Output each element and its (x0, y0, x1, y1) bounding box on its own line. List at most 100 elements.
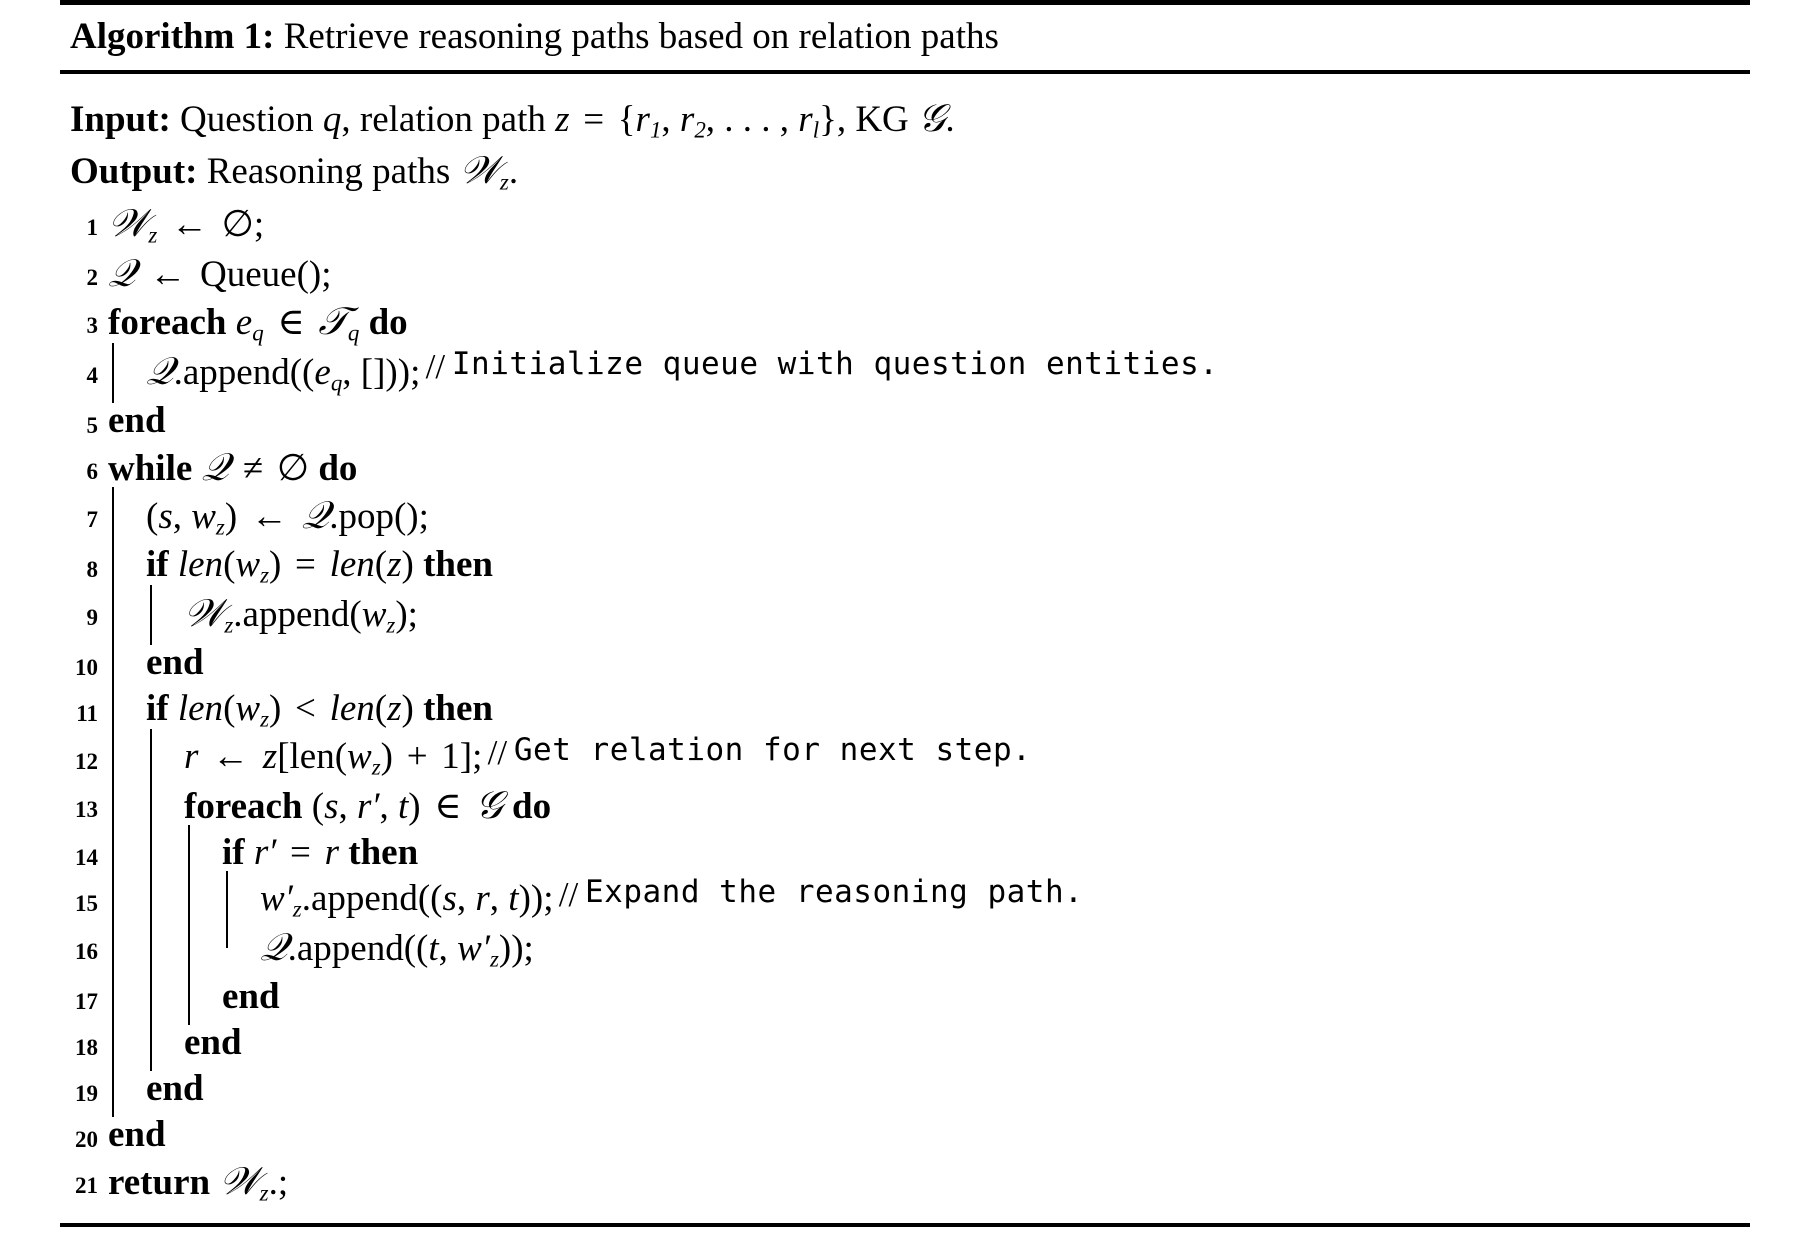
output-label: Output: (70, 150, 198, 192)
line-code: 𝒬 ← Queue(); (108, 251, 332, 297)
indent-guide (222, 870, 260, 929)
line-code: return 𝒲z.; (108, 1158, 289, 1205)
line-number: 13 (75, 797, 98, 823)
algorithm-line-8: 8 if len(wz) = len(z) then (60, 537, 1750, 596)
line-code: if len(wz) = len(z) then (108, 537, 1750, 596)
indent-guide (184, 870, 222, 929)
line-number: 14 (75, 844, 98, 870)
indent-guide (108, 487, 146, 548)
algorithm-line-10: 10 end (60, 635, 1750, 691)
line-number: 7 (86, 507, 99, 533)
line-number: 9 (86, 605, 99, 631)
caption-label: Algorithm 1: (70, 16, 275, 57)
line-code: foreach eq ∈ 𝒯q do (108, 299, 408, 346)
line-comment: Expand the reasoning path. (585, 873, 1084, 910)
indent-guide (108, 870, 146, 929)
line-code: if r′ = r then (108, 824, 1750, 881)
algorithm-line-2: 2 𝒬 ← Queue(); (60, 249, 1750, 297)
indent-guide (146, 729, 184, 788)
algorithm-line-7: 7 (s, wz) ← 𝒬.pop(); (60, 487, 1750, 548)
indent-guide (146, 777, 184, 835)
indent-guide (146, 1014, 184, 1071)
algorithm-line-1: 1 𝒲z ← ∅; (60, 199, 1750, 249)
line-code: 𝒲z ← ∅; (108, 201, 265, 248)
line-number: 21 (75, 1172, 98, 1198)
line-number: 6 (86, 459, 99, 485)
line-number: 11 (76, 701, 98, 727)
line-number: 5 (86, 413, 99, 439)
indent-guide (108, 343, 146, 404)
algorithm-line-18: 18 end (60, 1014, 1750, 1071)
algorithm-line-3: 3 foreach eq ∈ 𝒯q do (60, 297, 1750, 347)
indent-guide (108, 824, 146, 881)
line-number: 12 (75, 749, 98, 775)
line-number: 18 (75, 1034, 98, 1060)
line-code: end (108, 968, 1750, 1025)
line-number: 16 (75, 938, 98, 964)
input-value: Question q, relation path z = {r1, r2, .… (180, 96, 955, 143)
line-code: end (108, 1113, 166, 1155)
algorithm-line-19: 19 end (60, 1060, 1750, 1117)
line-number: 17 (75, 988, 98, 1014)
algorithm-header: Input: Question q, relation path z = {r1… (60, 74, 1750, 197)
top-rule (60, 0, 1750, 5)
output-line: Output: Reasoning paths 𝒲z. (70, 146, 1750, 197)
indent-guide (146, 585, 184, 646)
line-code: 𝒬.append((t, w′z)); (108, 918, 1750, 979)
algorithm-line-16: 16 𝒬.append((t, w′z)); (60, 918, 1750, 979)
algorithm-line-17: 17 end (60, 968, 1750, 1025)
indent-guide (184, 918, 222, 979)
line-code: r ← z[len(wz) + 1]; // Get relation for … (108, 729, 1750, 788)
line-code: if len(wz) < len(z) then (108, 681, 1750, 740)
line-code: end (108, 400, 166, 442)
caption-rule (60, 70, 1750, 75)
algorithm-line-11: 11 if len(wz) < len(z) then (60, 681, 1750, 740)
line-number: 19 (75, 1080, 98, 1106)
algorithm-line-20: 20 end (60, 1111, 1750, 1157)
indent-guide (184, 824, 222, 881)
line-comment: Initialize queue with question entities. (451, 346, 1219, 383)
algorithm-line-14: 14 if r′ = r then (60, 824, 1750, 881)
indent-guide (108, 777, 146, 835)
bottom-rule (60, 1222, 1750, 1227)
algorithm-line-4: 4 𝒬.append((eq, [])); // Initialize queu… (60, 343, 1750, 404)
indent-guide (108, 1014, 146, 1071)
indent-guide (108, 537, 146, 596)
line-number: 1 (86, 215, 99, 241)
line-code: while 𝒬 ≠ ∅ do (108, 445, 358, 491)
algorithm-line-6: 6 while 𝒬 ≠ ∅ do (60, 443, 1750, 491)
algorithm-line-5: 5 end (60, 397, 1750, 443)
indent-guide (222, 918, 260, 973)
comment-slashes: // (425, 347, 446, 387)
line-number: 4 (86, 363, 99, 389)
line-code: 𝒲z.append(wz); (108, 585, 1750, 646)
line-number: 3 (86, 313, 99, 339)
indent-guide (108, 968, 146, 1025)
output-value: Reasoning paths 𝒲z. (206, 147, 519, 195)
indent-guide (108, 729, 146, 788)
line-number: 8 (86, 557, 99, 583)
algorithm-block: Algorithm 1: Retrieve reasoning paths ba… (60, 0, 1750, 1227)
line-code: end (108, 1060, 1750, 1117)
line-code: foreach (s, r′, t) ∈ 𝒢 do (108, 777, 1750, 835)
line-code: w′z.append((s, r, t)); // Expand the rea… (108, 870, 1750, 929)
input-label: Input: (70, 99, 171, 141)
algorithm-line-13: 13 foreach (s, r′, t) ∈ 𝒢 do (60, 777, 1750, 835)
indent-guide (108, 585, 146, 646)
indent-guide (146, 824, 184, 881)
indent-guide (108, 681, 146, 740)
algorithm-line-9: 9 𝒲z.append(wz); (60, 585, 1750, 646)
caption-text: Retrieve reasoning paths based on relati… (283, 16, 999, 57)
line-number: 2 (86, 265, 99, 291)
line-number: 20 (75, 1126, 98, 1152)
algorithm-caption: Algorithm 1: Retrieve reasoning paths ba… (60, 5, 1750, 70)
line-code: end (108, 635, 1750, 691)
line-comment: Get relation for next step. (513, 732, 1032, 769)
indent-guide (108, 635, 146, 691)
line-code: 𝒬.append((eq, [])); // Initialize queue … (108, 343, 1750, 404)
input-line: Input: Question q, relation path z = {r1… (70, 94, 1750, 145)
line-number: 10 (75, 655, 98, 681)
indent-guide (146, 870, 184, 929)
algorithm-line-12: 12 r ← z[len(wz) + 1]; // Get relation f… (60, 729, 1750, 788)
comment-slashes: // (558, 874, 579, 914)
